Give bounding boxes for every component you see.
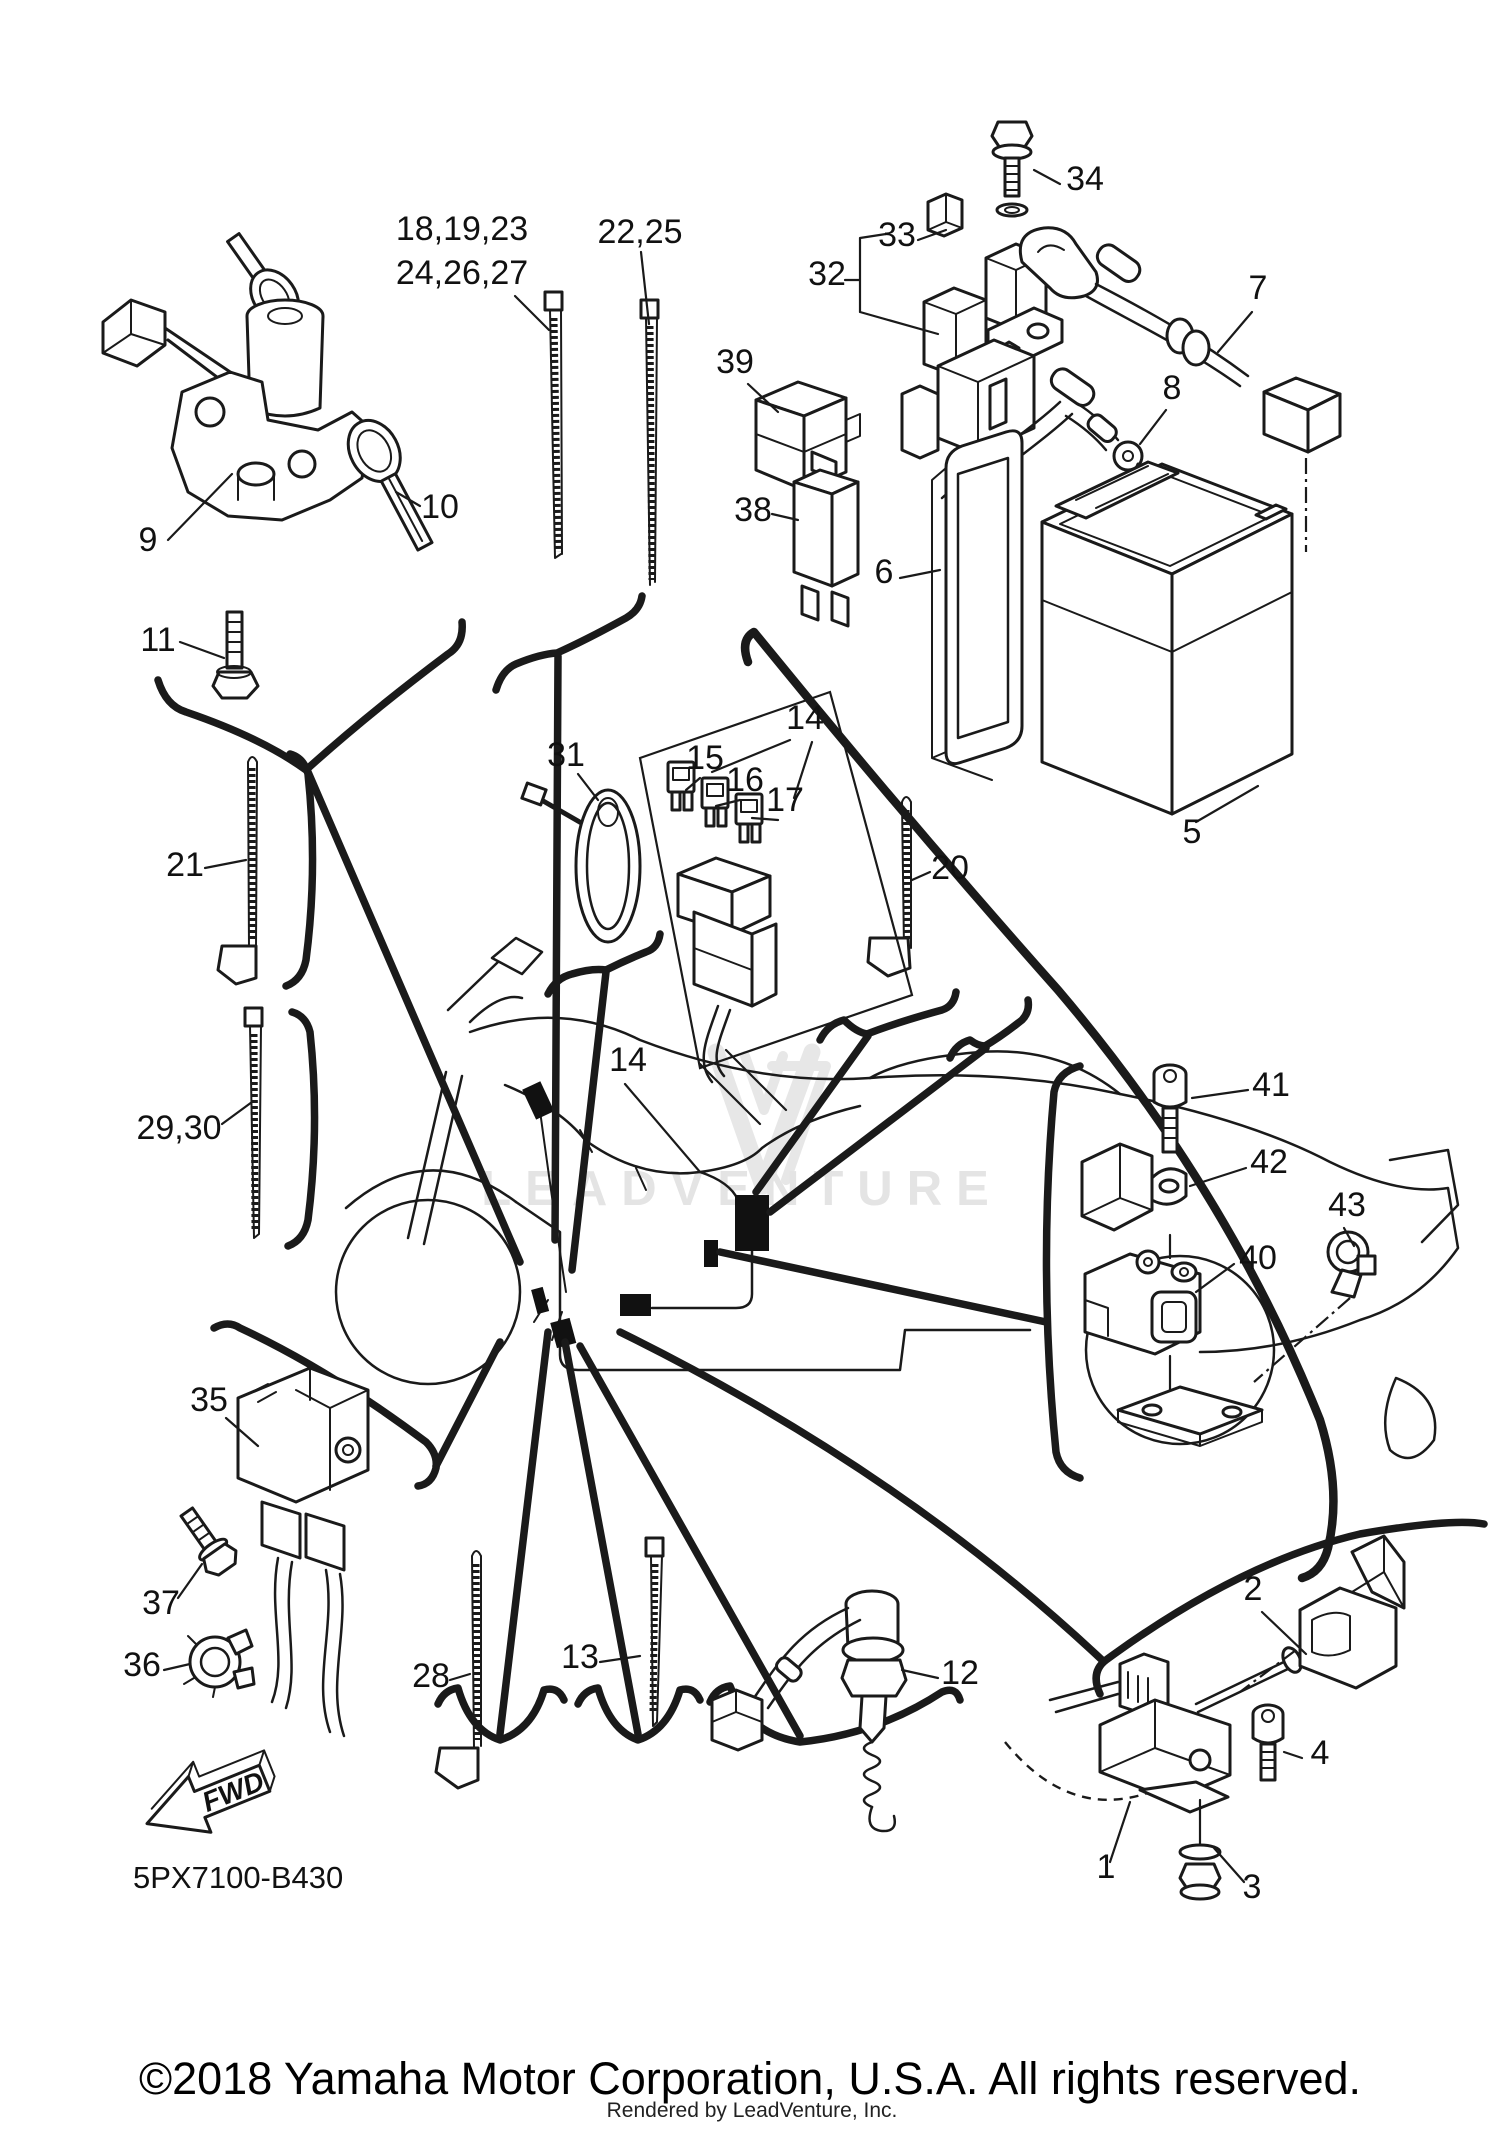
part-sketch-ecu-group (179, 1366, 370, 1738)
ecu-35 (236, 1366, 370, 1738)
callout-14-center: 14 (609, 1041, 647, 1079)
callout-17: 17 (766, 781, 804, 819)
callout-4: 4 (1311, 1734, 1330, 1772)
cover-42 (1080, 1142, 1188, 1232)
mount-plate (1116, 1385, 1264, 1447)
tie-28 (434, 1550, 482, 1790)
callout-22-25: 22,25 (597, 213, 682, 251)
tie-20 (866, 796, 912, 978)
callout-14-top: 14 (786, 699, 824, 737)
fuse-15 (666, 760, 696, 812)
tie-18-27 (543, 290, 564, 559)
diagram-part-code: 5PX7100-B430 (133, 1860, 343, 1895)
tie-22-25 (639, 298, 660, 586)
callout-2: 2 (1244, 1570, 1263, 1608)
callout-11: 11 (140, 621, 175, 659)
leader-lines (304, 652, 1106, 1740)
callout-40: 40 (1239, 1239, 1277, 1277)
callout-38: 38 (734, 491, 772, 529)
part-sketch-battery-box-6 (931, 429, 1024, 781)
callout-37: 37 (142, 1584, 180, 1622)
cover-2 (1298, 1534, 1406, 1690)
part-sketch-cable-7 (1018, 226, 1342, 552)
part-sketch-cable-ties (216, 290, 912, 1790)
tie-29-30 (243, 1006, 264, 1239)
callout-7: 7 (1249, 269, 1268, 307)
callout-32: 32 (808, 255, 846, 293)
part-sketch-relay-39 (754, 380, 861, 492)
group-brackets (154, 592, 1488, 1746)
callout-29-30: 29,30 (136, 1109, 221, 1147)
sensor-40 (1083, 1249, 1202, 1356)
clamp-43 (1326, 1230, 1377, 1299)
tie-13 (644, 1536, 665, 1727)
callout-5: 5 (1183, 813, 1202, 851)
part-sketch-switch-12 (710, 1589, 908, 1833)
callout-33: 33 (878, 216, 916, 254)
part-sketch-relay-38 (792, 450, 860, 628)
fuse-box-14 (676, 856, 778, 1084)
part-sketch-sensor-40-group (1080, 1063, 1377, 1447)
callout-6: 6 (875, 553, 894, 591)
callout-24-26-27: 24,26,27 (396, 254, 528, 292)
callout-20: 20 (931, 849, 969, 887)
callout-labels: 18,19,23 24,26,27 22,25 9 10 11 34 33 32… (123, 160, 1366, 1906)
part-sketch-main-switch (101, 232, 434, 700)
callout-42: 42 (1250, 1143, 1288, 1181)
bolt-11 (211, 610, 260, 700)
bolt-34 (990, 120, 1034, 218)
callout-16: 16 (726, 761, 764, 799)
callout-31: 31 (547, 736, 585, 774)
callout-leaders (162, 168, 1356, 1884)
callout-15: 15 (686, 739, 724, 777)
callout-13: 13 (561, 1638, 599, 1676)
fwd-arrow-icon: FWD (145, 1749, 276, 1834)
bolt-41 (1152, 1063, 1188, 1154)
callout-1: 1 (1097, 1848, 1116, 1886)
callout-12: 12 (941, 1654, 979, 1692)
copyright-line: ©2018 Yamaha Motor Corporation, U.S.A. A… (139, 2053, 1361, 2104)
callout-39: 39 (716, 343, 754, 381)
bolt-4 (1251, 1703, 1285, 1782)
part-sketch-sensor-1-group (1004, 1534, 1406, 1901)
nut-3 (1178, 1862, 1222, 1901)
motorcycle-outline (334, 936, 1460, 1460)
bolt-37 (179, 1506, 238, 1577)
callout-21: 21 (166, 846, 204, 884)
check-ring-31 (520, 781, 642, 944)
callout-3: 3 (1243, 1868, 1262, 1906)
callout-28: 28 (412, 1657, 450, 1695)
callout-41: 41 (1252, 1066, 1290, 1104)
part-sketch-battery-5 (1040, 460, 1294, 816)
callout-9: 9 (139, 521, 158, 559)
callout-8: 8 (1163, 369, 1182, 407)
fuse-17 (734, 792, 764, 844)
rendered-by-line: Rendered by LeadVenture, Inc. (607, 2099, 898, 2122)
callout-43: 43 (1328, 1186, 1366, 1224)
callout-36: 36 (123, 1646, 161, 1684)
spare-key (346, 419, 434, 552)
part-sketch-fuse-group (520, 690, 914, 1126)
fuse-16 (700, 776, 730, 828)
callout-10: 10 (421, 488, 459, 526)
callout-34: 34 (1066, 160, 1104, 198)
callout-35: 35 (190, 1381, 228, 1419)
callout-18-19-23: 18,19,23 (396, 210, 528, 248)
clamp-36 (183, 1628, 256, 1698)
tie-21 (216, 756, 258, 986)
